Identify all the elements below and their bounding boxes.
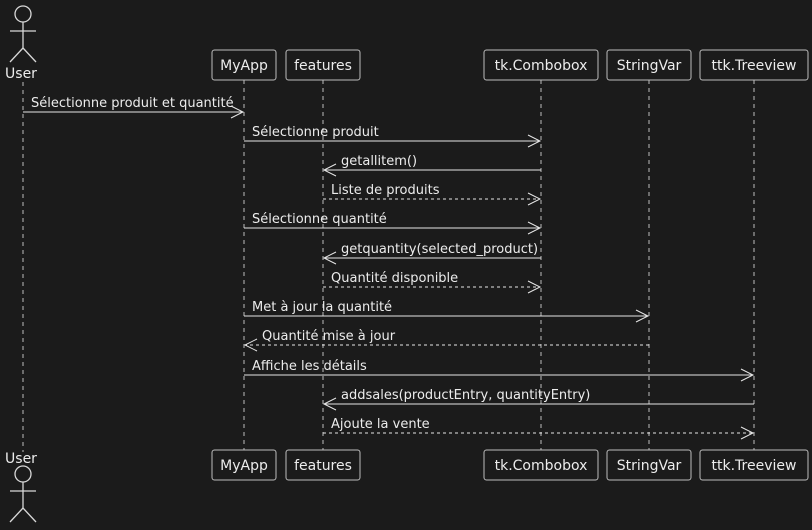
participant-label-features-top: features xyxy=(294,58,352,74)
actor-user-top: User xyxy=(5,5,37,82)
message-label-9: Quantité mise à jour xyxy=(262,329,396,344)
message-2: Sélectionne produit xyxy=(244,125,542,148)
participant-treeview-top: ttk.Treeview xyxy=(699,49,809,81)
message-label-6: getquantity(selected_product) xyxy=(341,242,538,257)
message-9: Quantité mise à jour xyxy=(243,329,649,352)
message-label-10: Affiche les détails xyxy=(252,359,367,374)
participant-label-features-bottom: features xyxy=(294,458,352,474)
message-11: addsales(productEntry, quantityEntry) xyxy=(322,388,754,411)
participant-stringvar-bottom: StringVar xyxy=(606,449,692,481)
message-label-12: Ajoute la vente xyxy=(331,417,430,432)
message-8: Met à jour la quantité xyxy=(244,300,650,323)
participant-features-bottom: features xyxy=(285,449,361,481)
participant-label-stringvar-bottom: StringVar xyxy=(617,458,682,474)
message-10: Affiche les détails xyxy=(244,359,755,382)
participant-label-stringvar-top: StringVar xyxy=(617,58,682,74)
message-4: Liste de produits xyxy=(323,183,542,206)
message-12: Ajoute la vente xyxy=(323,417,755,440)
message-label-5: Sélectionne quantité xyxy=(252,212,387,227)
participant-label-myapp-top: MyApp xyxy=(220,58,268,74)
message-1: Sélectionne produit et quantité xyxy=(23,96,245,119)
message-label-3: getallitem() xyxy=(341,154,417,169)
participant-label-user-bottom: User xyxy=(5,451,37,467)
message-label-4: Liste de produits xyxy=(331,183,440,198)
participant-stringvar-top: StringVar xyxy=(606,49,692,81)
message-3: getallitem() xyxy=(322,154,541,177)
message-label-1: Sélectionne produit et quantité xyxy=(31,96,234,111)
message-label-7: Quantité disponible xyxy=(331,271,458,286)
message-label-2: Sélectionne produit xyxy=(252,125,379,140)
participant-label-combobox-bottom: tk.Combobox xyxy=(495,458,588,474)
participant-label-treeview-bottom: ttk.Treeview xyxy=(712,458,797,474)
participant-label-myapp-bottom: MyApp xyxy=(220,458,268,474)
actor-user-bottom: User xyxy=(5,451,37,523)
message-label-8: Met à jour la quantité xyxy=(252,300,392,315)
participant-label-treeview-top: ttk.Treeview xyxy=(712,58,797,74)
message-5: Sélectionne quantité xyxy=(244,212,542,235)
participant-label-combobox-top: tk.Combobox xyxy=(495,58,588,74)
participant-combobox-bottom: tk.Combobox xyxy=(483,449,599,481)
actor-figure-icon xyxy=(9,465,37,523)
participant-myapp-bottom: MyApp xyxy=(211,449,277,481)
participant-treeview-bottom: ttk.Treeview xyxy=(699,449,809,481)
message-7: Quantité disponible xyxy=(323,271,542,294)
participant-combobox-top: tk.Combobox xyxy=(483,49,599,81)
actor-figure-icon xyxy=(9,5,37,63)
participant-features-top: features xyxy=(285,49,361,81)
message-6: getquantity(selected_product) xyxy=(322,242,541,265)
participant-myapp-top: MyApp xyxy=(211,49,277,81)
participant-label-user-top: User xyxy=(5,66,37,82)
message-label-11: addsales(productEntry, quantityEntry) xyxy=(341,388,590,403)
